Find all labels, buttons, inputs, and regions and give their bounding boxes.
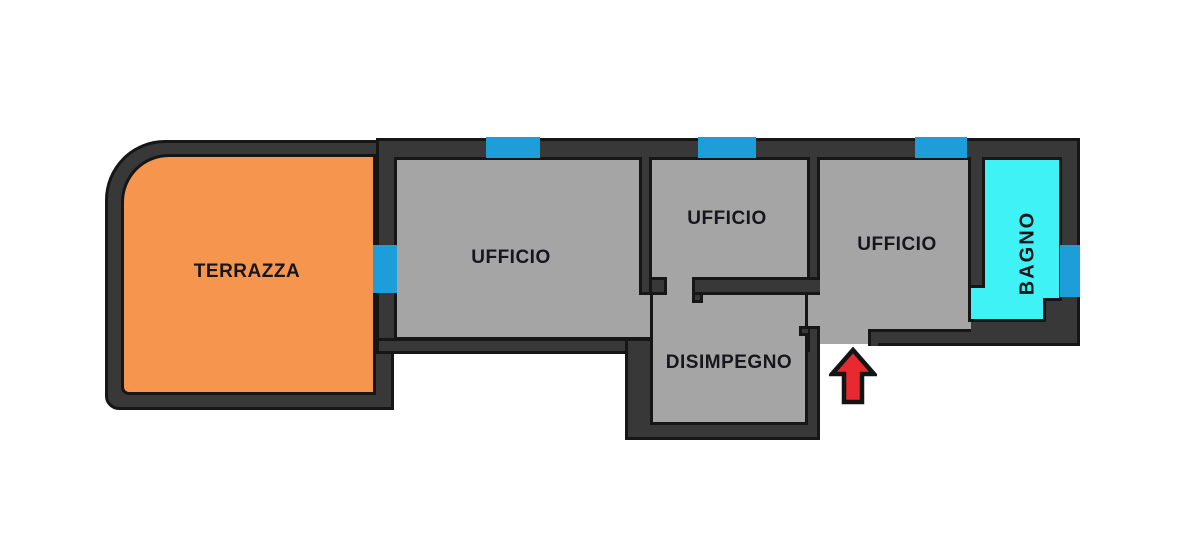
wall-divider-ufficio-left [639, 157, 652, 295]
window-terrazza-wall [373, 245, 397, 293]
wall-disimpegno-nub [799, 326, 808, 336]
wall-ufficio-middle-bottom-jamb [692, 295, 703, 303]
wall-entrance-end-cap [868, 329, 878, 346]
window-top-ufficio-left [486, 137, 540, 158]
wall-block-bottom-left [376, 338, 650, 354]
wall-divider-ufficio-right [807, 157, 820, 295]
room-disimpegno-floor [650, 293, 808, 425]
floor-area-entrance-gap [820, 295, 868, 344]
wall-divider-jamb [652, 277, 667, 295]
bagno-wall-notch [1043, 298, 1062, 322]
wall-bagno-left [968, 157, 985, 288]
window-top-ufficio-middle [698, 137, 756, 158]
wall-ufficio-middle-bottom [692, 277, 820, 295]
room-bagno-floor [982, 157, 1062, 322]
room-label-ufficio-left: UFFICIO [471, 247, 551, 268]
bagno-door-opening [968, 288, 985, 322]
room-label-ufficio-right: UFFICIO [857, 234, 937, 255]
room-label-ufficio-middle: UFFICIO [687, 208, 767, 229]
window-top-ufficio-right [915, 137, 967, 158]
window-bagno-right [1060, 245, 1080, 297]
room-label-bagno: BAGNO [1016, 210, 1039, 296]
room-label-terrazza: TERRAZZA [193, 261, 301, 282]
wall-disimpegno-right-top [807, 326, 820, 352]
entrance-arrow-icon [829, 347, 877, 405]
room-label-disimpegno: DISIMPEGNO [665, 352, 793, 373]
